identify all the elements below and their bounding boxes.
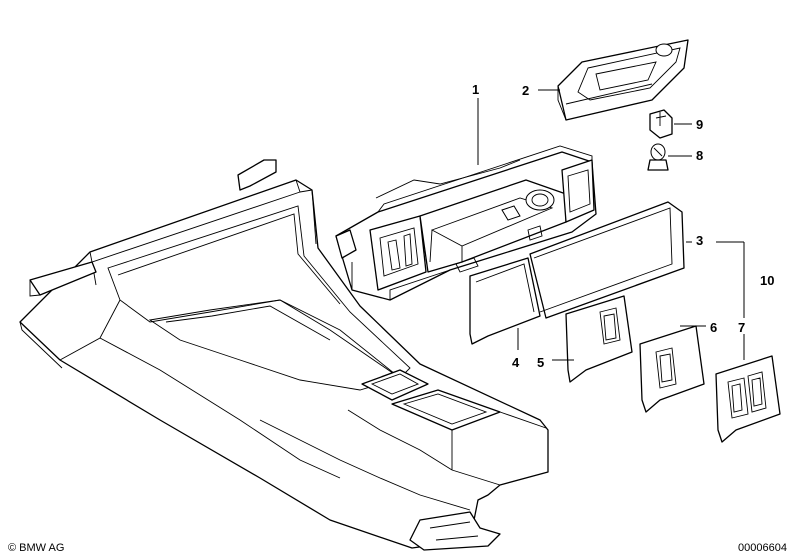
center-console [19, 159, 549, 551]
part-9-bulb-holder [649, 109, 673, 139]
leader-lines [477, 89, 745, 361]
copyright-text: © BMW AG [8, 542, 64, 554]
callout-8: 8 [696, 148, 703, 163]
callout-1: 1 [472, 82, 479, 97]
callout-9: 9 [696, 117, 703, 132]
part-3-cover-panel [529, 201, 685, 319]
callout-10: 10 [760, 273, 774, 288]
callout-6: 6 [710, 320, 717, 335]
part-5-switch-cover [565, 295, 633, 383]
callout-7: 7 [738, 320, 745, 335]
callout-4: 4 [512, 355, 520, 370]
callout-2: 2 [522, 83, 529, 98]
part-4-blanking-cover [469, 257, 541, 345]
part-6-switch-cover [639, 325, 705, 413]
part-2-storage-tray [557, 39, 689, 121]
part-8-bulb [647, 143, 669, 171]
callout-5: 5 [537, 355, 544, 370]
diagram-number: 00006604 [738, 542, 787, 554]
part-7-switch-cover [715, 355, 781, 443]
part-1-switch-center [335, 145, 597, 301]
callout-3: 3 [696, 233, 703, 248]
